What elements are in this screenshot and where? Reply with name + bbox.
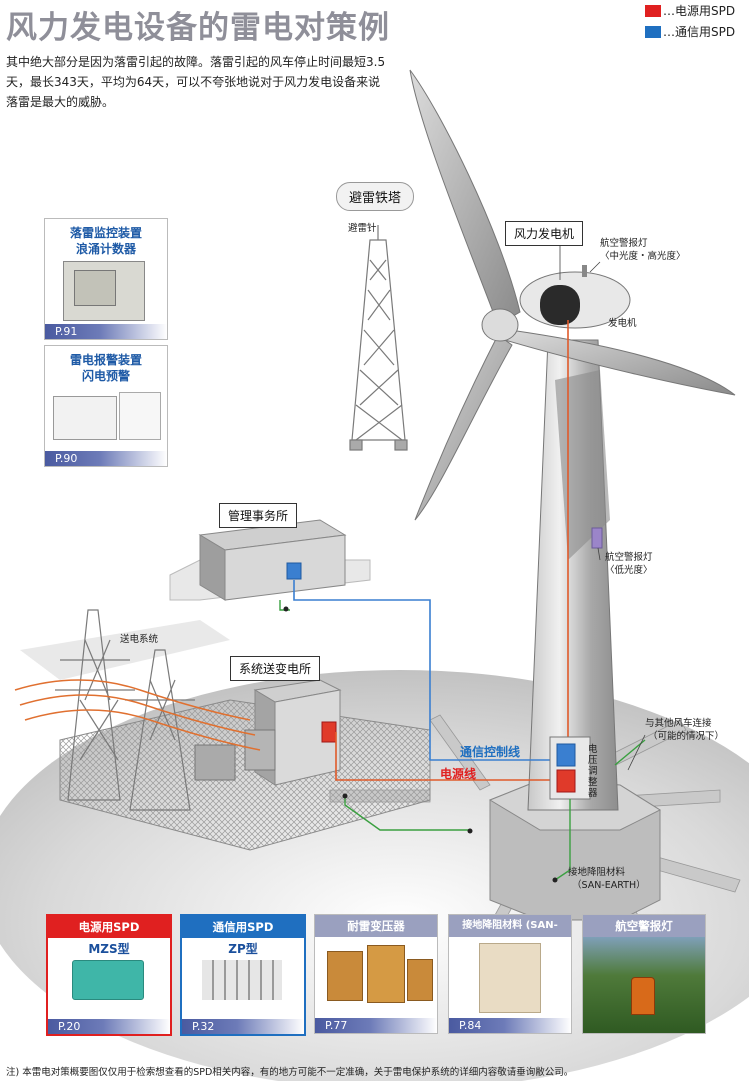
side-card-lightning-alarm[interactable]: 雷电报警装置 闪电预警 P.90 xyxy=(44,345,168,467)
aviation-light-lamp xyxy=(631,977,655,1015)
connect-other-turbines-label: 与其他风车连接 xyxy=(645,718,712,729)
power-line xyxy=(335,732,558,781)
legend-power-swatch xyxy=(645,4,661,17)
product-card-comm-spd-page: P.32 xyxy=(182,1019,304,1034)
lightning-rod-label: 避雷针 xyxy=(348,223,377,234)
surge-counter-image xyxy=(63,261,145,321)
rotor-hub xyxy=(481,308,519,342)
side-card-lightning-alarm-title1: 雷电报警装置 xyxy=(69,353,142,367)
comm-control-line-label: 通信控制线 xyxy=(460,745,521,759)
legend-power-label: …电源用SPD xyxy=(663,4,736,18)
side-card-surge-counter[interactable]: 落雷监控装置 浪涌计数器 P.91 xyxy=(44,218,168,340)
legend-power: …电源用SPD xyxy=(645,2,735,19)
aviation-light-low-label: 航空警报灯 xyxy=(605,552,653,563)
regulator-comm-spd xyxy=(556,743,576,767)
product-card-comm-spd[interactable]: 通信用SPD ZP型 P.32 xyxy=(180,914,306,1036)
product-card-power-spd-page: P.20 xyxy=(48,1019,170,1034)
transformer-image-3 xyxy=(407,959,433,1001)
intro-text: 其中绝大部分是因为落雷引起的故障。落雷引起的风车停止时间最短3.5天，最长343… xyxy=(6,55,386,109)
lightning-tower xyxy=(349,225,408,451)
wind-turbine-label: 风力发电机 xyxy=(505,221,584,246)
power-line-label: 电源线 xyxy=(440,767,477,781)
transformer-image-2 xyxy=(367,945,405,1003)
generator-unit xyxy=(540,285,580,325)
product-card-aviation-light[interactable]: 航空警报灯 xyxy=(582,914,706,1034)
product-card-ground-material-page: P.84 xyxy=(449,1018,571,1033)
page-title: 风力发电设备的雷电对策例 xyxy=(6,10,390,46)
aviation-light-photo xyxy=(583,937,705,1033)
substation-power-spd xyxy=(321,721,337,743)
product-card-power-spd-title: 电源用SPD xyxy=(48,916,170,938)
legend: …电源用SPD …通信用SPD xyxy=(645,2,735,40)
aviation-light-low xyxy=(591,527,603,549)
ground-material-label: 接地降阻材料 xyxy=(568,867,626,878)
legend-comm-swatch xyxy=(645,25,661,38)
office-comm-spd xyxy=(286,562,302,580)
connect-other-turbines-sublabel: （可能的情况下） xyxy=(648,731,725,742)
grounding-lines xyxy=(279,600,646,881)
product-card-lightning-transformer-page: P.77 xyxy=(315,1018,437,1033)
office-front xyxy=(224,534,346,601)
leader-lines xyxy=(559,242,646,771)
product-card-lightning-transformer[interactable]: 耐雷变压器 P.77 xyxy=(314,914,438,1034)
legend-comm-label: …通信用SPD xyxy=(663,25,736,39)
voltage-regulator-label: 电压调整器 xyxy=(588,744,598,799)
side-card-surge-counter-title1: 落雷监控装置 xyxy=(69,226,142,240)
transformer-1 xyxy=(194,744,236,781)
blade-right xyxy=(504,329,736,396)
aviation-light-top-sublabel: 〈中光度・高光度〉 xyxy=(600,251,686,262)
transformer-image-1 xyxy=(327,951,363,1001)
lightning-alarm-unit-image xyxy=(53,396,117,440)
ground-material-sublabel: （SAN-EARTH） xyxy=(572,880,646,891)
side-card-surge-counter-page: P.91 xyxy=(45,324,167,339)
product-card-aviation-light-title: 航空警报灯 xyxy=(583,915,705,937)
product-card-lightning-transformer-title: 耐雷变压器 xyxy=(315,915,437,937)
comm-control-line xyxy=(293,580,558,761)
zp-spd-image xyxy=(202,960,282,1000)
legend-comm: …通信用SPD xyxy=(645,23,735,40)
transmission-system-label: 送电系统 xyxy=(120,634,159,645)
san-earth-bag-image xyxy=(479,943,541,1013)
lightning-alarm-sensor-image xyxy=(119,392,161,440)
walkway xyxy=(20,620,230,680)
product-card-comm-spd-title: 通信用SPD xyxy=(182,916,304,938)
generator-label: 发电机 xyxy=(608,318,637,329)
mzs-spd-image xyxy=(72,960,144,1000)
footnote: 注) 本雷电对策概要图仅仅用于检索想查看的SPD相关内容，有的地方可能不一定准确… xyxy=(6,1067,574,1078)
side-card-lightning-alarm-page: P.90 xyxy=(45,451,167,466)
product-card-power-spd[interactable]: 电源用SPD MZS型 P.20 xyxy=(46,914,172,1036)
side-card-surge-counter-title2: 浪涌计数器 xyxy=(75,242,136,256)
product-card-comm-spd-model: ZP型 xyxy=(228,942,258,956)
management-office-label: 管理事务所 xyxy=(219,503,298,528)
product-card-ground-material-title: 接地降阻材料 (SAN-EARTH) xyxy=(449,915,571,953)
blade-top xyxy=(409,69,521,326)
ground-points xyxy=(283,606,558,883)
product-card-ground-material[interactable]: 接地降阻材料 (SAN-EARTH) P.84 xyxy=(448,914,572,1034)
substation-label: 系统送变电所 xyxy=(230,656,321,681)
aviation-light-low-sublabel: 〈低光度〉 xyxy=(605,565,653,576)
lightning-tower-label: 避雷铁塔 xyxy=(336,182,415,211)
aviation-light-top-label: 航空警报灯 xyxy=(600,238,648,249)
regulator-power-spd xyxy=(556,769,576,793)
side-card-lightning-alarm-title2: 闪电预警 xyxy=(81,369,130,383)
product-card-power-spd-model: MZS型 xyxy=(88,942,130,956)
blade-bottom xyxy=(414,334,513,521)
transmission-wires xyxy=(14,679,261,751)
top-light-post xyxy=(582,265,587,277)
